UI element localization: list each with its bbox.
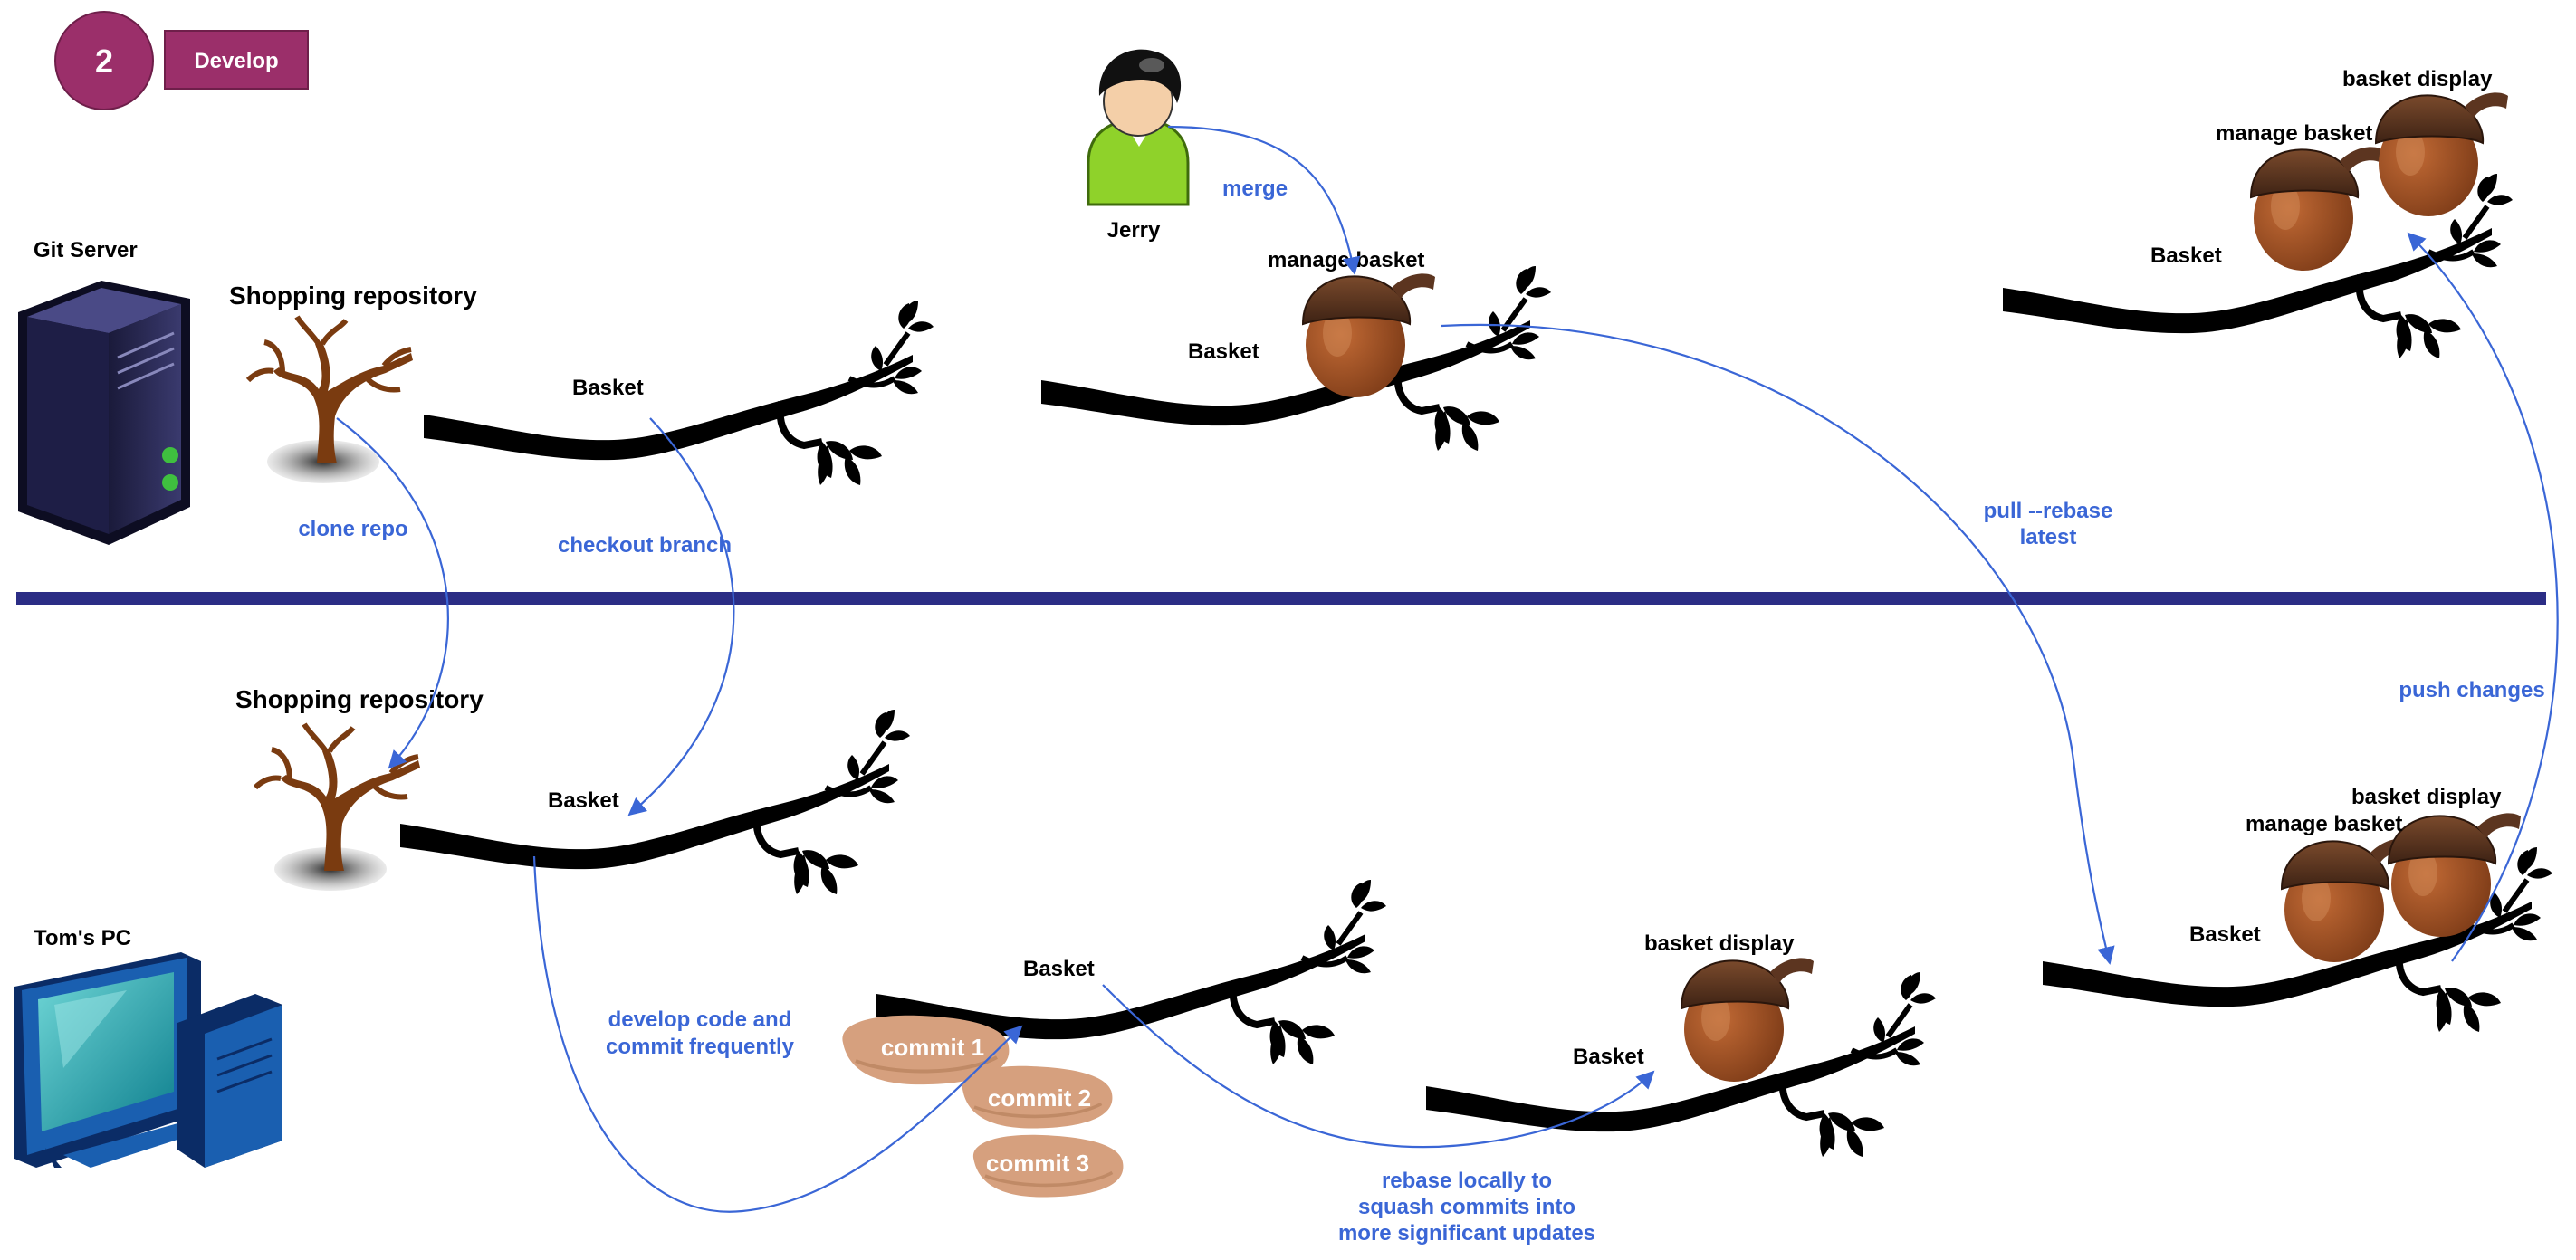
step-label-box (164, 30, 309, 90)
commits-basket-label: Basket (1023, 957, 1095, 981)
final-server-basket-label: Basket (2150, 243, 2222, 268)
pc-repo-tree-icon (255, 724, 420, 891)
display-acorn-icon (1681, 957, 1815, 1083)
display-acorn-label: basket display (1644, 931, 1795, 956)
computer-icon (14, 952, 282, 1168)
server-pc-divider (16, 592, 2546, 605)
server-repo-title: Shopping repository (229, 282, 477, 310)
develop-code-arrow (532, 855, 1023, 1213)
clone-repo-label: clone repo (298, 517, 407, 541)
pc-basket-branch-icon (400, 710, 910, 894)
rebase-label-line-2: squash commits into (1358, 1195, 1575, 1219)
jerry-label: Jerry (1107, 218, 1161, 243)
develop-code-label-line-2: commit frequently (606, 1035, 795, 1059)
step-number-circle (54, 11, 154, 110)
push-changes-label: push changes (2399, 678, 2544, 702)
jerry-acorn-icon (1302, 272, 1436, 398)
step-label: Develop (194, 49, 278, 73)
final-server-acorn-2-label: basket display (2342, 67, 2493, 91)
server-basket-branch-icon (424, 301, 934, 485)
git-server-title: Git Server (34, 238, 138, 262)
commit-1-label: commit 1 (881, 1034, 984, 1061)
develop-code-label-line-1: develop code and (608, 1007, 792, 1032)
checkout-branch-label: checkout branch (558, 533, 732, 558)
step-number: 2 (95, 43, 113, 80)
push-changes-arrow (2407, 232, 2559, 962)
jerry-basket-branch-icon (1041, 266, 1551, 451)
pull-rebase-label-line-2: latest (2020, 525, 2077, 549)
pc-basket-label: Basket (548, 788, 619, 813)
clone-repo-arrow (336, 417, 449, 769)
server-basket-label: Basket (572, 376, 644, 400)
checkout-branch-arrow (627, 417, 735, 816)
final-server-acorn-2-icon (2375, 91, 2509, 217)
merge-label: merge (1222, 177, 1288, 201)
rebase-label-line-3: more significant updates (1338, 1221, 1595, 1246)
display-basket-label: Basket (1573, 1045, 1644, 1069)
pc-repo-title: Shopping repository (235, 685, 484, 713)
rebase-locally-arrow (1102, 984, 1655, 1149)
person-icon (1087, 49, 1190, 206)
server-repo-tree-icon (248, 317, 413, 483)
toms-pc-title: Tom's PC (34, 926, 131, 950)
merge-arrow (1167, 125, 1361, 275)
server-icon (18, 281, 190, 545)
rebase-label-line-1: rebase locally to (1382, 1169, 1552, 1193)
step-badge: 2 Develop (54, 11, 309, 110)
jerry-basket-label: Basket (1188, 339, 1259, 364)
commit-3-label: commit 3 (986, 1150, 1089, 1177)
final-server-acorn-1-icon (2250, 146, 2384, 272)
rebased-basket-label: Basket (2189, 922, 2261, 947)
pull-rebase-label-line-1: pull --rebase (1984, 499, 2113, 523)
jerry-acorn-label: manage basket (1268, 248, 1424, 272)
display-branch-icon (1426, 972, 1936, 1157)
final-server-acorn-1-label: manage basket (2216, 121, 2372, 146)
rebased-acorn-1-label: manage basket (2246, 812, 2402, 836)
commit-2-label: commit 2 (988, 1084, 1091, 1112)
rebased-acorn-2-label: basket display (2351, 785, 2502, 809)
pull-rebase-arrow (1441, 323, 2115, 965)
